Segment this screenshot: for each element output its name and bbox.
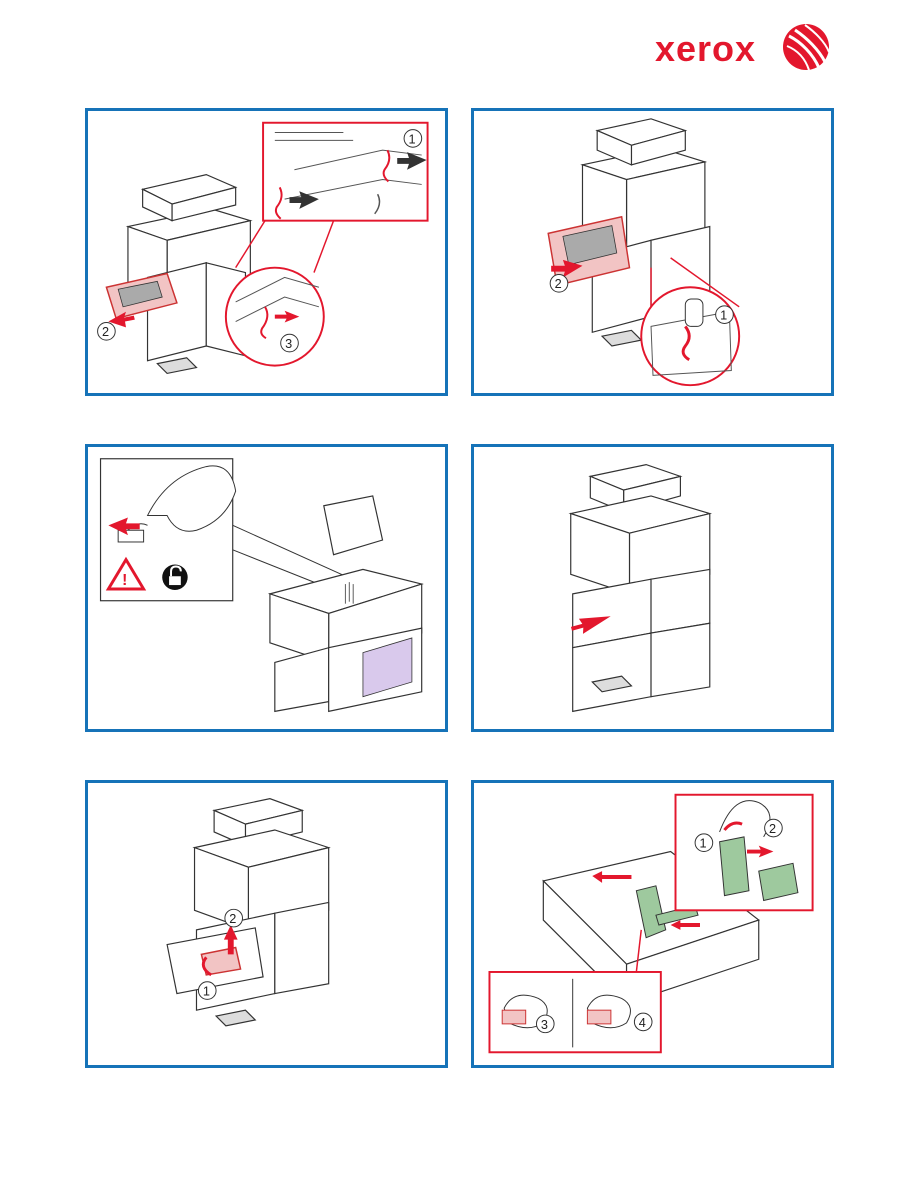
panel-step-3: ! bbox=[85, 444, 448, 732]
illustration-remove-tray-packing: 2 1 bbox=[88, 783, 445, 1065]
svg-text:3: 3 bbox=[541, 1017, 548, 1032]
illustration-reinsert-tray-pin: 2 1 bbox=[474, 111, 831, 393]
svg-text:2: 2 bbox=[769, 821, 776, 836]
illustration-pull-out-lower-tray bbox=[474, 447, 831, 729]
panel-step-1: 1 3 2 bbox=[85, 108, 448, 396]
svg-text:2: 2 bbox=[229, 911, 236, 926]
panel-step-2: 2 1 bbox=[471, 108, 834, 396]
svg-text:4: 4 bbox=[639, 1015, 646, 1030]
svg-text:1: 1 bbox=[720, 308, 727, 323]
svg-text:!: ! bbox=[122, 572, 127, 589]
panel-step-5: 2 1 bbox=[85, 780, 448, 1068]
illustration-scanner-unlock: ! bbox=[88, 447, 445, 729]
svg-text:1: 1 bbox=[700, 836, 707, 851]
panel-step-4 bbox=[471, 444, 834, 732]
svg-text:1: 1 bbox=[203, 983, 210, 998]
illustration-adjust-paper-guides: 1 2 3 4 bbox=[474, 783, 831, 1065]
svg-text:1: 1 bbox=[408, 131, 415, 146]
panel-step-6: 1 2 3 4 bbox=[471, 780, 834, 1068]
svg-text:3: 3 bbox=[285, 336, 292, 351]
logo-wordmark: xerox bbox=[655, 28, 756, 70]
svg-text:2: 2 bbox=[555, 276, 562, 291]
xerox-logo: xerox bbox=[655, 22, 835, 78]
xerox-sphere-icon bbox=[781, 22, 831, 72]
svg-text:2: 2 bbox=[102, 324, 109, 339]
illustration-remove-tray-lock-pins: 1 3 2 bbox=[88, 111, 445, 393]
